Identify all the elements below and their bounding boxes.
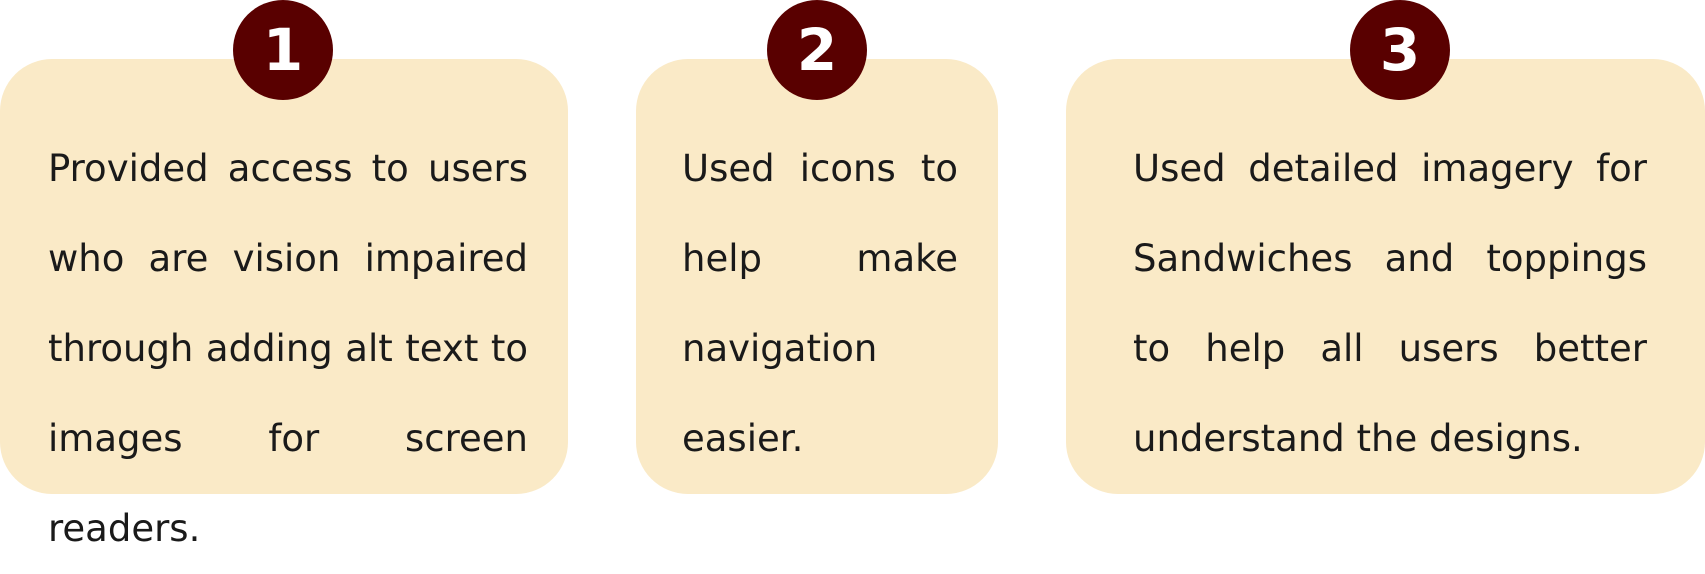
step-number-badge-2: 2 [767,0,867,100]
step-number: 1 [262,16,304,84]
step-card-3: Used detailed imagery for Sandwiches and… [1066,59,1705,494]
step-number-badge-3: 3 [1350,0,1450,100]
step-description: Used icons to help make navigation easie… [682,147,958,460]
step-description: Used detailed imagery for Sandwiches and… [1133,147,1647,460]
step-number: 3 [1379,16,1421,84]
step-card-2: Used icons to help make navigation easie… [636,59,998,494]
step-number: 2 [796,16,838,84]
step-card-1: Provided access to users who are vision … [0,59,568,550]
step-number-badge-1: 1 [233,0,333,100]
step-description: Provided access to users who are vision … [48,147,528,550]
